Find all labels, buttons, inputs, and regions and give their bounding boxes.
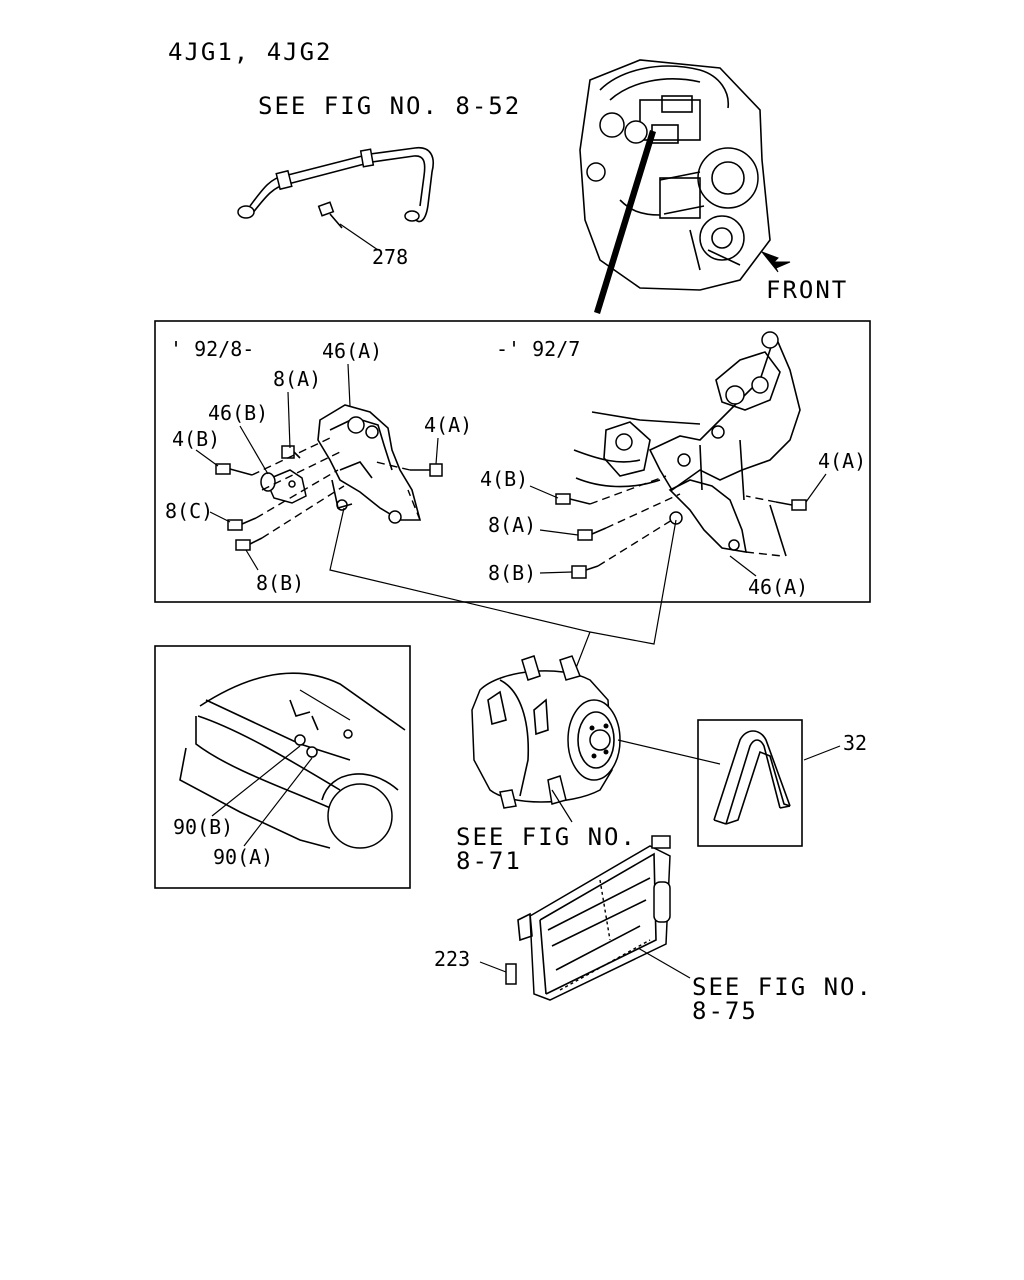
part-8c-label: 8(C) (165, 499, 213, 523)
leader-4b-right (529, 485, 559, 499)
engine-model-label: 4JG1, 4JG2 (168, 38, 333, 66)
compressor-drawing (471, 655, 621, 809)
compressor-see-fig-line1: SEE FIG NO. (456, 823, 637, 851)
belt-connector-line (617, 739, 721, 765)
part-46b-label: 46(B) (208, 401, 268, 425)
vehicle-front-drawing (179, 672, 406, 849)
leader-4a-right (805, 473, 827, 503)
condenser-drawing (505, 835, 671, 1001)
leader-condenser (637, 947, 691, 979)
connector-left-bracket (329, 507, 591, 669)
part-4b-left-label: 4(B) (172, 427, 220, 451)
engine-view-drawing (579, 59, 791, 314)
part-4b-right-label: 4(B) (480, 467, 528, 491)
leader-278 (339, 223, 379, 251)
drive-belt-drawing (713, 730, 791, 825)
part-90a-label: 90(A) (213, 845, 273, 869)
part-8b-left-label: 8(B) (256, 571, 304, 595)
leader-8a-right (539, 529, 579, 536)
compressor-see-fig-line2: 8-71 (456, 847, 522, 875)
period-right-label: -' 92/7 (496, 337, 580, 361)
part-4a-right-label: 4(A) (818, 449, 866, 473)
part-278-label: 278 (372, 245, 408, 269)
front-direction-label: FRONT (766, 276, 848, 304)
leader-46a-right (729, 555, 757, 577)
part-8b-right-label: 8(B) (488, 561, 536, 585)
leader-compressor (551, 789, 573, 823)
part-4a-left-label: 4(A) (424, 413, 472, 437)
part-8a-left-label: 8(A) (273, 367, 321, 391)
part-32-label: 32 (843, 731, 867, 755)
leader-8b-right (539, 571, 573, 574)
connector-right-bracket (589, 519, 677, 645)
vehicle-detail-box (154, 645, 411, 889)
leader-90a (243, 757, 313, 847)
leader-32 (803, 745, 841, 761)
leader-90b (211, 745, 301, 817)
belt-detail-box (697, 719, 803, 847)
part-46a-right-label: 46(A) (748, 575, 808, 599)
hose-see-fig-label: SEE FIG NO. 8-52 (258, 92, 521, 120)
bracket-detail-box (154, 320, 871, 603)
leader-223 (479, 961, 507, 973)
ac-hose-drawing (237, 147, 434, 229)
leader-46a-left (347, 363, 351, 407)
bracket-left-drawing (215, 404, 443, 551)
bracket-right-drawing (555, 331, 807, 579)
part-223-label: 223 (434, 947, 470, 971)
leader-4b-left (195, 449, 219, 467)
period-left-label: ' 92/8- (170, 337, 254, 361)
part-46a-left-label: 46(A) (322, 339, 382, 363)
leader-4a-left (435, 437, 439, 465)
leader-46b (239, 425, 269, 475)
part-90b-label: 90(B) (173, 815, 233, 839)
leader-8c (209, 511, 231, 523)
part-8a-right-label: 8(A) (488, 513, 536, 537)
leader-8a-left (287, 391, 291, 449)
leader-8b-left (245, 549, 259, 571)
condenser-see-fig-line2: 8-75 (692, 997, 758, 1025)
condenser-see-fig-line1: SEE FIG NO. (692, 973, 873, 1001)
